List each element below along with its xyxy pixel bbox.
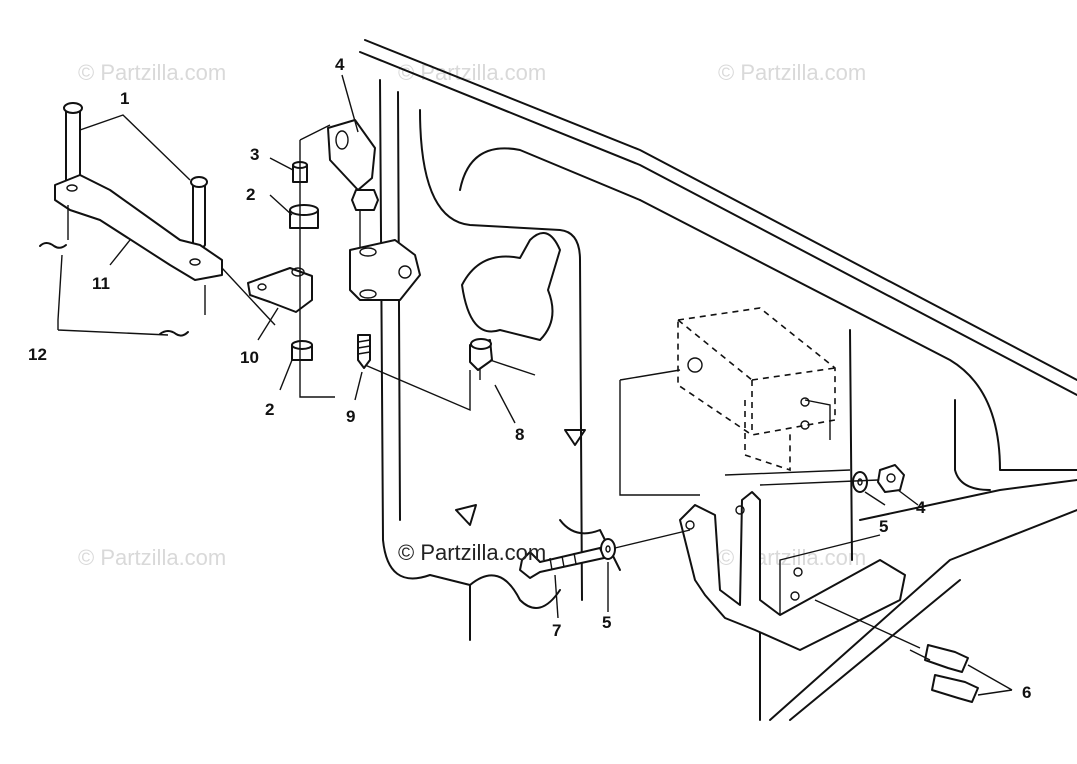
watermark: © Partzilla.com bbox=[718, 60, 866, 85]
callout-3: 3 bbox=[250, 145, 259, 164]
part-7-bolt bbox=[519, 529, 691, 579]
callout-6: 6 bbox=[1022, 683, 1031, 702]
callout-1: 1 bbox=[120, 89, 129, 108]
mounting-bracket bbox=[679, 469, 906, 651]
part-4-nut bbox=[759, 464, 905, 493]
part-5-washers bbox=[600, 471, 868, 560]
part-4-hinge-bracket bbox=[327, 119, 421, 301]
part-6-screws bbox=[814, 599, 979, 703]
part-2-bushings bbox=[289, 204, 319, 361]
frame-panel bbox=[359, 39, 1077, 721]
callout-5-left: 5 bbox=[602, 613, 611, 632]
control-box bbox=[619, 307, 836, 496]
callout-10: 10 bbox=[240, 348, 259, 367]
callout-4-lower: 4 bbox=[916, 498, 926, 517]
callout-2-lower: 2 bbox=[265, 400, 274, 419]
callout-5-right: 5 bbox=[879, 517, 888, 536]
callout-8: 8 bbox=[515, 425, 524, 444]
callout-9: 9 bbox=[346, 407, 355, 426]
callout-11: 11 bbox=[92, 274, 110, 293]
watermark: © Partzilla.com bbox=[398, 60, 546, 85]
callout-2-upper: 2 bbox=[246, 185, 255, 204]
part-11-link-bar bbox=[54, 174, 223, 315]
callout-12: 12 bbox=[28, 345, 47, 364]
part-12-cotter-pins bbox=[39, 242, 189, 337]
watermark-dark: © Partzilla.com bbox=[398, 540, 546, 565]
callout-7: 7 bbox=[552, 621, 561, 640]
watermark: © Partzilla.com bbox=[78, 60, 226, 85]
part-8-fastener bbox=[469, 338, 536, 380]
part-10-bracket bbox=[247, 267, 313, 313]
watermarks: © Partzilla.com © Partzilla.com © Partzi… bbox=[78, 60, 866, 570]
callout-numbers: 1 2 3 4 11 12 10 2 9 8 5 4 7 5 6 bbox=[28, 55, 1031, 702]
assembly-guide-lines bbox=[221, 124, 471, 412]
callout-4-upper: 4 bbox=[335, 55, 345, 74]
watermark: © Partzilla.com bbox=[78, 545, 226, 570]
part-9-bolt bbox=[357, 334, 371, 369]
leader-lines bbox=[57, 74, 1013, 696]
